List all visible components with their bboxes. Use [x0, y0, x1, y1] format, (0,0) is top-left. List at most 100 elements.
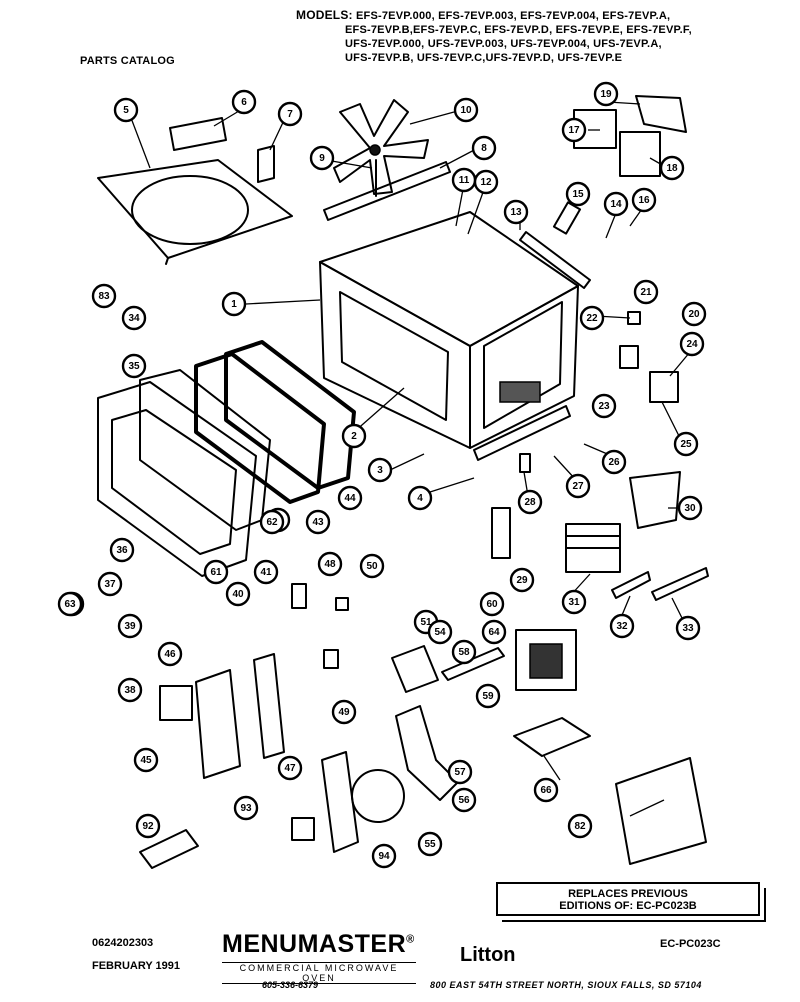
callout-circle: [633, 279, 659, 305]
ec-number: EC-PC023C: [660, 938, 721, 950]
callout-number: 50: [366, 561, 378, 572]
callout-1: 1: [221, 291, 247, 317]
callout-number: 55: [424, 839, 436, 850]
callout-circle: [565, 473, 591, 499]
relay-23-part: [619, 345, 639, 369]
baffle-58-part: [391, 645, 439, 693]
waveguide-30-part: [629, 471, 681, 529]
callout-44: 44: [337, 485, 363, 511]
callout-number: 38: [124, 685, 136, 696]
callout-circle: [503, 199, 529, 225]
bracket-32-part: [611, 571, 651, 599]
callout-5: 5: [113, 97, 139, 123]
rail-54-part: [441, 647, 505, 681]
callout-17: 17: [561, 117, 587, 143]
bracket-48-part: [291, 583, 307, 609]
callout-number: 45: [140, 755, 152, 766]
callout-15: 15: [565, 181, 591, 207]
callout-circle: [681, 301, 707, 327]
models-header: MODELS: EFS-7EVP.000, EFS-7EVP.003, EFS-…: [296, 8, 786, 65]
callout-11: 11: [451, 167, 477, 193]
callout-9: 9: [309, 145, 335, 171]
callout-20: 20: [681, 301, 707, 327]
models-line-1: EFS-7EVP.000, EFS-7EVP.003, EFS-7EVP.004…: [356, 10, 671, 22]
callout-circle: [253, 559, 279, 585]
callout-circle: [561, 589, 587, 615]
magnetron-31-part: [565, 523, 621, 573]
brand-name: MENUMASTER: [222, 930, 407, 958]
replaces-line-2: EDITIONS OF: EC-PC023B: [559, 900, 697, 912]
callout-number: 4: [417, 493, 423, 504]
part-49: [323, 649, 339, 669]
callout-circle: [609, 613, 635, 639]
callout-number: 34: [128, 313, 140, 324]
callout-circle: [341, 423, 367, 449]
callout-circle: [679, 331, 705, 357]
panel-62-part: [615, 757, 707, 865]
callout-number: 19: [600, 89, 612, 100]
callout-number: 59: [482, 691, 494, 702]
callout-circle: [565, 181, 591, 207]
callout-37: 37: [97, 571, 123, 597]
callout-82: 82: [567, 813, 593, 839]
callout-number: 40: [232, 589, 244, 600]
callout-circle: [451, 639, 477, 665]
callout-35: 35: [121, 353, 147, 379]
callout-number: 26: [608, 457, 620, 468]
callout-circle: [473, 169, 499, 195]
callout-number: 25: [680, 439, 692, 450]
models-line-2: EFS-7EVP.B,EFS-7EVP.C, EFS-7EVP.D, EFS-7…: [345, 24, 692, 36]
callout-92: 92: [135, 813, 161, 839]
callout-34: 34: [121, 305, 147, 331]
document-number: 0624202303: [92, 937, 154, 949]
callout-circle: [659, 155, 685, 181]
rail-33-part: [519, 231, 591, 289]
callout-number: 12: [480, 177, 492, 188]
callout-number: 58: [458, 647, 470, 658]
registered-mark: ®: [406, 933, 415, 946]
callout-number: 3: [377, 465, 383, 476]
callout-circle: [517, 489, 543, 515]
callout-number: 30: [684, 503, 696, 514]
switch-93-part: [291, 817, 315, 841]
bracket-part: [257, 145, 275, 183]
callout-number: 7: [287, 109, 293, 120]
callout-number: 44: [344, 493, 356, 504]
partner-logo: Litton: [460, 944, 516, 966]
callout-4: 4: [407, 485, 433, 511]
callout-66: 66: [533, 777, 559, 803]
callout-circle: [221, 291, 247, 317]
callout-number: 27: [572, 481, 584, 492]
callout-57: 57: [447, 759, 473, 785]
transformer-60-part: [515, 629, 577, 691]
touchpad-46-part: [159, 685, 193, 721]
callout-23: 23: [591, 393, 617, 419]
callout-10: 10: [453, 97, 479, 123]
callout-8: 8: [471, 135, 497, 161]
callout-circle: [133, 747, 159, 773]
control-panel-45-part: [195, 669, 241, 779]
callout-83: 83: [91, 283, 117, 309]
callout-94: 94: [371, 843, 397, 869]
callout-number: 56: [458, 795, 470, 806]
callout-12: 12: [473, 169, 499, 195]
door-gasket-parts: [139, 340, 356, 531]
callout-54: 54: [427, 619, 453, 645]
callout-46: 46: [157, 641, 183, 667]
callout-6: 6: [231, 89, 257, 115]
brand-tagline: COMMERCIAL MICROWAVE OVEN: [222, 962, 416, 984]
callout-31: 31: [561, 589, 587, 615]
callout-50: 50: [359, 553, 385, 579]
callout-27: 27: [565, 473, 591, 499]
callout-circle: [675, 615, 701, 641]
callout-circle: [259, 509, 285, 535]
door-frame-part: [97, 381, 257, 577]
callout-number: 35: [128, 361, 140, 372]
replaces-previous-box: REPLACES PREVIOUS EDITIONS OF: EC-PC023B: [496, 882, 766, 922]
models-line-4: UFS-7EVP.B, UFS-7EVP.C,UFS-7EVP.D, UFS-7…: [345, 52, 623, 64]
callout-number: 2: [351, 431, 357, 442]
callout-number: 60: [486, 599, 498, 610]
callout-circle: [331, 699, 357, 725]
callout-number: 41: [260, 567, 272, 578]
